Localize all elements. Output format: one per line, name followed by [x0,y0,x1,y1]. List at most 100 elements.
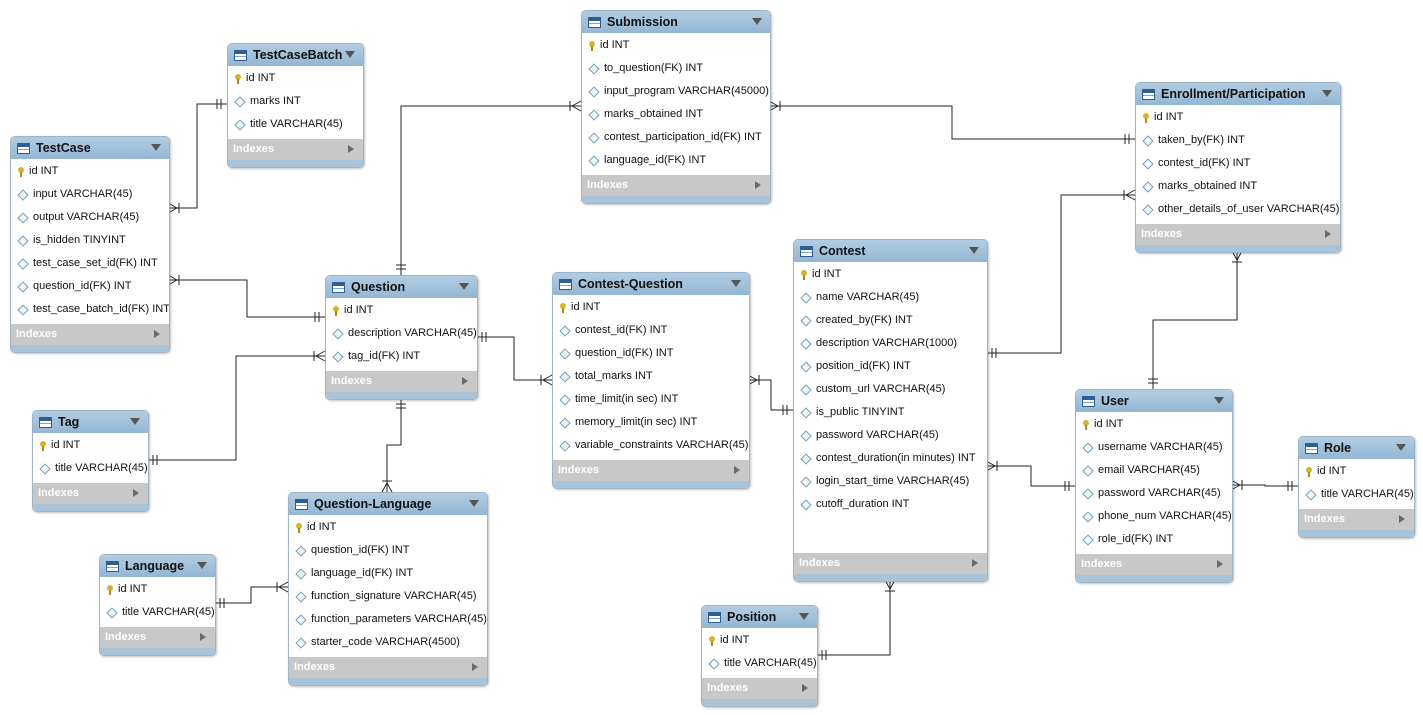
column-row[interactable]: id INT [794,263,987,286]
column-row[interactable]: marks_obtained INT [582,103,770,126]
column-row[interactable]: id INT [100,578,215,601]
column-row[interactable]: custom_url VARCHAR(45) [794,378,987,401]
column-row[interactable]: function_parameters VARCHAR(45) [289,608,487,631]
column-row[interactable]: language_id(FK) INT [582,149,770,172]
indexes-section[interactable]: Indexes [553,460,749,481]
column-row[interactable]: marks INT [228,90,363,113]
table-header[interactable]: Question-Language [289,493,487,515]
column-row[interactable]: input_program VARCHAR(45000) [582,80,770,103]
column-row[interactable]: title VARCHAR(45) [228,113,363,136]
column-row[interactable]: description VARCHAR(45) [326,322,477,345]
indexes-section[interactable]: Indexes [100,627,215,648]
column-row[interactable]: title VARCHAR(45) [1299,483,1414,506]
column-row[interactable]: memory_limit(in sec) INT [553,411,749,434]
table-header[interactable]: TestCase [11,137,169,159]
indexes-section[interactable]: Indexes [702,678,817,699]
column-row[interactable]: phone_num VARCHAR(45) [1076,505,1232,528]
indexes-section[interactable]: Indexes [1299,509,1414,530]
table-header[interactable]: Contest-Question [553,273,749,295]
indexes-section[interactable]: Indexes [11,324,169,345]
column-row[interactable]: name VARCHAR(45) [794,286,987,309]
expand-arrow-icon[interactable] [462,377,468,385]
column-row[interactable]: password VARCHAR(45) [794,424,987,447]
column-row[interactable]: email VARCHAR(45) [1076,459,1232,482]
expand-arrow-icon[interactable] [154,330,160,338]
indexes-section[interactable]: Indexes [1076,554,1232,575]
table-header[interactable]: Tag [33,411,148,433]
column-row[interactable]: contest_id(FK) INT [553,319,749,342]
collapse-arrow-icon[interactable] [345,51,355,58]
collapse-arrow-icon[interactable] [731,280,741,287]
column-row[interactable]: created_by(FK) INT [794,309,987,332]
column-row[interactable]: id INT [11,160,169,183]
collapse-arrow-icon[interactable] [1396,444,1406,451]
table-header[interactable]: Submission [582,11,770,33]
table-header[interactable]: Question [326,276,477,298]
column-row[interactable]: is_hidden TINYINT [11,229,169,252]
column-row[interactable]: question_id(FK) INT [289,539,487,562]
expand-arrow-icon[interactable] [348,145,354,153]
column-row[interactable]: starter_code VARCHAR(4500) [289,631,487,654]
column-row[interactable]: output VARCHAR(45) [11,206,169,229]
column-row[interactable]: password VARCHAR(45) [1076,482,1232,505]
column-row[interactable]: to_question(FK) INT [582,57,770,80]
column-row[interactable]: contest_participation_id(FK) INT [582,126,770,149]
column-row[interactable]: id INT [553,296,749,319]
indexes-section[interactable]: Indexes [33,483,148,504]
collapse-arrow-icon[interactable] [799,613,809,620]
collapse-arrow-icon[interactable] [459,283,469,290]
table-header[interactable]: TestCaseBatch [228,44,363,66]
column-row[interactable]: other_details_of_user VARCHAR(45) [1136,198,1340,221]
expand-arrow-icon[interactable] [734,466,740,474]
column-row[interactable]: test_case_batch_id(FK) INT [11,298,169,321]
collapse-arrow-icon[interactable] [969,247,979,254]
expand-arrow-icon[interactable] [755,181,761,189]
column-row[interactable]: username VARCHAR(45) [1076,436,1232,459]
expand-arrow-icon[interactable] [972,559,978,567]
collapse-arrow-icon[interactable] [130,418,140,425]
collapse-arrow-icon[interactable] [1214,397,1224,404]
column-row[interactable]: id INT [33,434,148,457]
column-row[interactable]: function_signature VARCHAR(45) [289,585,487,608]
expand-arrow-icon[interactable] [1399,515,1405,523]
column-row[interactable]: question_id(FK) INT [11,275,169,298]
column-row[interactable]: role_id(FK) INT [1076,528,1232,551]
column-row[interactable]: tag_id(FK) INT [326,345,477,368]
column-row[interactable]: id INT [1299,460,1414,483]
column-row[interactable]: variable_constraints VARCHAR(45) [553,434,749,457]
column-row[interactable]: title VARCHAR(45) [100,601,215,624]
column-row[interactable]: id INT [326,299,477,322]
column-row[interactable]: title VARCHAR(45) [33,457,148,480]
table-header[interactable]: User [1076,390,1232,412]
expand-arrow-icon[interactable] [1325,230,1331,238]
column-row[interactable]: id INT [228,67,363,90]
table-header[interactable]: Enrollment/Participation [1136,83,1340,105]
table-header[interactable]: Role [1299,437,1414,459]
collapse-arrow-icon[interactable] [197,562,207,569]
column-row[interactable]: is_public TINYINT [794,401,987,424]
collapse-arrow-icon[interactable] [752,18,762,25]
column-row[interactable]: id INT [582,34,770,57]
table-header[interactable]: Position [702,606,817,628]
indexes-section[interactable]: Indexes [228,139,363,160]
column-row[interactable]: id INT [702,629,817,652]
column-row[interactable]: contest_id(FK) INT [1136,152,1340,175]
column-row[interactable]: description VARCHAR(1000) [794,332,987,355]
table-header[interactable]: Contest [794,240,987,262]
column-row[interactable]: id INT [1076,413,1232,436]
expand-arrow-icon[interactable] [133,489,139,497]
column-row[interactable]: input VARCHAR(45) [11,183,169,206]
collapse-arrow-icon[interactable] [151,144,161,151]
column-row[interactable]: language_id(FK) INT [289,562,487,585]
column-row[interactable]: cutoff_duration INT [794,493,987,516]
collapse-arrow-icon[interactable] [469,500,479,507]
indexes-section[interactable]: Indexes [289,657,487,678]
